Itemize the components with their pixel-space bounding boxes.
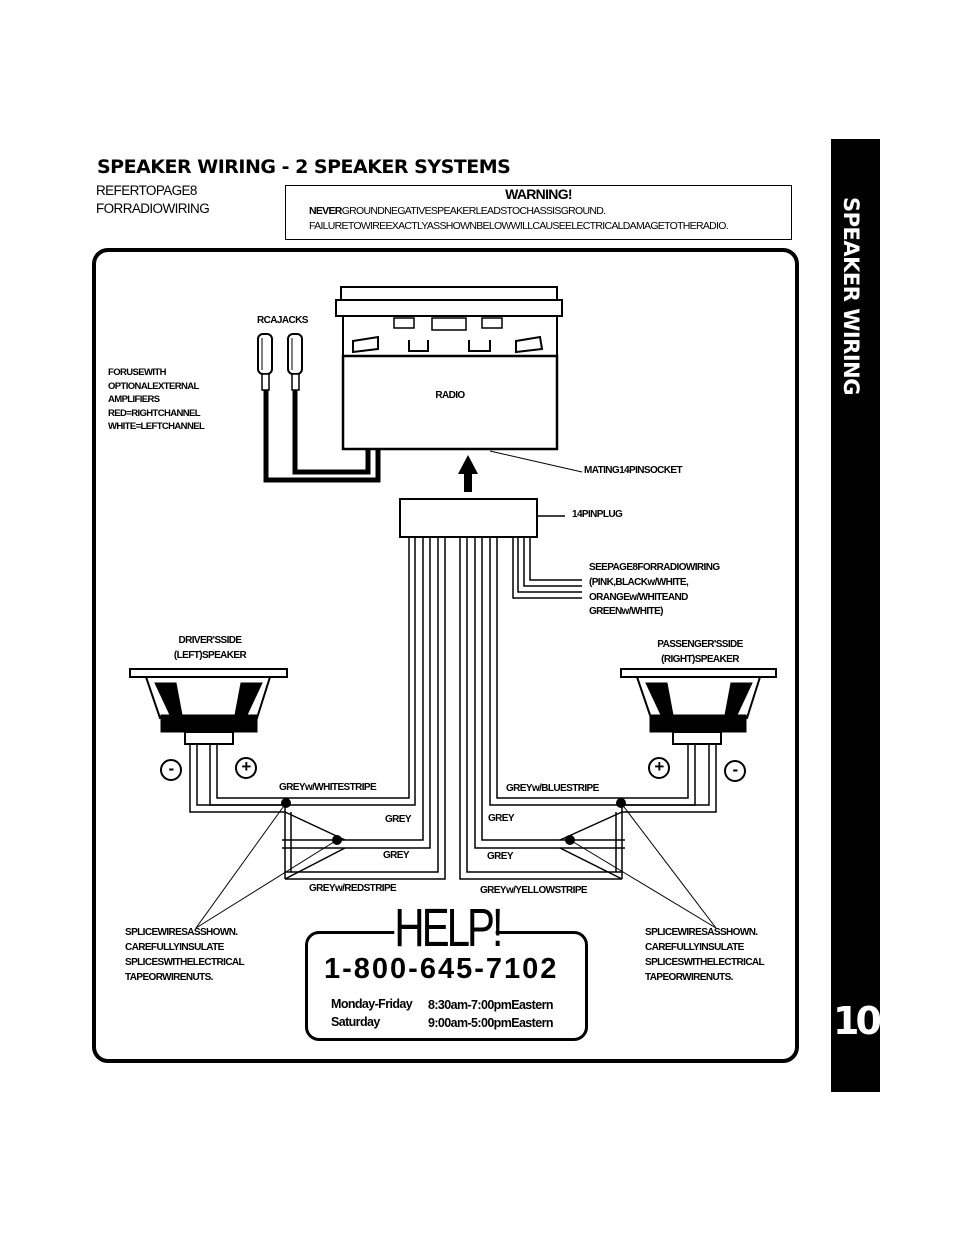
right-speaker-icon [620,668,777,745]
rca-note-line: WHITE=LEFTCHANNEL [108,421,205,433]
left-speaker-line: (LEFT)SPEAKER [173,650,247,661]
right-plus-label: + [654,757,664,776]
refer-note: REFERTOPAGE8 FORRADIOWIRING [96,182,210,218]
radio-unit [335,286,563,451]
warning-box: WARNING! NEVERGROUNDNEGATIVESPEAKERLEADS… [285,185,792,240]
help-days-saturday: Saturday [331,1015,380,1029]
wire-label-grey-right-1: GREY [488,813,515,824]
arrow-up-icon [458,455,478,492]
splice-note-line: SPLICESWITHELECTRICAL [645,957,765,968]
splice-note-left: SPLICEWIRESASSHOWN. CAREFULLYINSULATE SP… [125,925,245,985]
rca-note: FORUSEWITH OPTIONALEXTERNAL AMPLIFIERS R… [108,366,205,434]
see-page-line: (PINK,BLACKw/WHITE, [589,576,689,588]
splice-note-line: CAREFULLYINSULATE [125,942,224,953]
rca-note-line: AMPLIFIERS [108,394,160,406]
refer-line-2: FORRADIOWIRING [96,201,210,216]
warning-never: NEVER [309,205,342,217]
right-plus-icon [648,757,670,779]
help-time-weekday: 8:30am-7:00pmEastern [428,998,553,1012]
sidebar-label: SPEAKER WIRING [839,197,863,395]
pin-plug-label: 14PINPLUG [572,509,623,520]
left-speaker-label: DRIVER'SSIDE (LEFT)SPEAKER [148,633,272,663]
rca-note-line: FORUSEWITH [108,367,166,378]
wire-label-grey-blue: GREYw/BLUESTRIPE [506,783,599,794]
splice-note-line: SPLICEWIRESASSHOWN. [125,927,238,938]
rca-jacks [257,333,381,483]
left-speaker-icon [129,668,288,745]
wiring-diagram-frame [92,248,799,1063]
section-sidebar: SPEAKER WIRING 10 [831,139,882,1092]
radio-label: RADIO [435,390,465,401]
right-speaker-line: (RIGHT)SPEAKER [661,654,739,665]
wire-label-grey-yellow: GREYw/YELLOWSTRIPE [480,885,588,896]
speaker-wires [189,745,717,880]
splice-note-right: SPLICEWIRESASSHOWN. CAREFULLYINSULATE SP… [645,925,765,985]
help-heading: HELP! [394,898,504,958]
rca-note-line: RED=RIGHTCHANNEL [108,407,201,419]
page-number: 10 [833,999,882,1043]
wire-label-grey-left-2: GREY [383,850,410,861]
page-title: SPEAKER WIRING - 2 SPEAKER SYSTEMS [97,156,511,178]
warning-line-2: FAILURETOWIREEXACTLYASSHOWNBELOWWILLCAUS… [309,220,729,232]
left-speaker-line: DRIVER'SSIDE [178,635,243,646]
left-minus-icon [160,759,182,781]
see-page-note: SEEPAGE8FORRADIOWIRING (PINK,BLACKw/WHIT… [589,561,720,620]
see-page-line: SEEPAGE8FORRADIOWIRING [589,562,720,573]
left-plus-icon [235,757,257,779]
help-days-weekday: Monday-Friday [331,997,413,1011]
wire-label-grey-left-1: GREY [385,814,412,825]
splice-leaders [195,802,717,929]
polarity-symbols [160,757,746,782]
pin-plug [399,498,538,538]
wire-label-grey-white: GREYw/WHITESTRIPE [279,782,377,793]
help-phone: 1-800-645-7102 [324,953,559,985]
splice-note-line: TAPEORWIRENUTS. [645,972,733,983]
help-time-saturday: 9:00am-5:00pmEastern [428,1016,553,1030]
socket-leader [489,450,583,473]
wire-label-grey-red: GREYw/REDSTRIPE [309,883,397,894]
splice-note-line: SPLICESWITHELECTRICAL [125,957,245,968]
mating-socket-label: MATING14PINSOCKET [584,465,683,476]
right-speaker-line: PASSENGER'SSIDE [657,639,743,650]
warning-line-1: NEVERGROUNDNEGATIVESPEAKERLEADSTOCHASSIS… [309,205,606,217]
rca-jacks-label: RCAJACKS [257,315,308,326]
rca-note-line: OPTIONALEXTERNAL [108,380,199,392]
left-plus-label: + [241,757,251,776]
refer-line-1: REFERTOPAGE8 [96,183,197,198]
see-page-line: GREENw/WHITE) [589,606,663,618]
see-page-line: ORANGEw/WHITEAND [589,591,688,603]
right-minus-label: - [732,760,738,779]
splice-note-line: TAPEORWIRENUTS. [125,972,213,983]
right-minus-icon [724,760,746,782]
splice-note-line: CAREFULLYINSULATE [645,942,744,953]
warning-heading: WARNING! [505,186,572,202]
splice-note-line: SPLICEWIRESASSHOWN. [645,927,758,938]
right-speaker-label: PASSENGER'SSIDE (RIGHT)SPEAKER [630,637,770,667]
wire-harness [209,537,696,880]
left-minus-label: - [168,759,174,778]
warning-line-1-rest: GROUNDNEGATIVESPEAKERLEADSTOCHASSISGROUN… [341,205,606,217]
wire-label-grey-right-2: GREY [487,851,514,862]
